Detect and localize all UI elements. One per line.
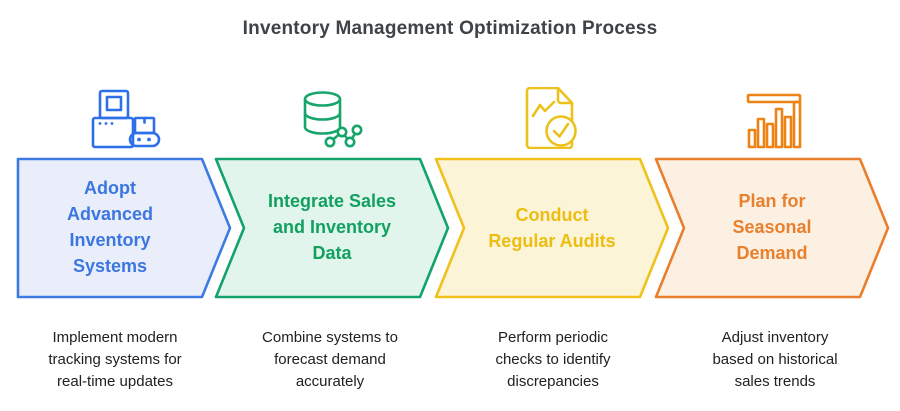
step-chevron bbox=[16, 157, 232, 299]
page-title: Inventory Management Optimization Proces… bbox=[242, 18, 658, 39]
audit-checklist-icon bbox=[525, 87, 577, 149]
step-chevron bbox=[434, 157, 670, 299]
inventory-kiosk-icon bbox=[91, 89, 161, 149]
step-chevron bbox=[654, 157, 890, 299]
step-description: Implement modern tracking systems for re… bbox=[48, 329, 182, 390]
step-label: Integrate Sales and Inventory Data bbox=[267, 191, 397, 263]
step-description: Adjust inventory based on historical sal… bbox=[712, 329, 838, 390]
step-description: Perform periodic checks to identify disc… bbox=[495, 329, 611, 390]
step-label: Adopt Advanced Inventory Systems bbox=[66, 178, 154, 276]
step-chevron bbox=[214, 157, 450, 299]
step-label: Conduct Regular Audits bbox=[488, 205, 616, 251]
step-description: Combine systems to forecast demand accur… bbox=[262, 329, 398, 390]
step-label: Plan for Seasonal Demand bbox=[732, 191, 812, 263]
database-network-icon bbox=[303, 91, 363, 148]
bar-chart-icon bbox=[746, 93, 802, 149]
